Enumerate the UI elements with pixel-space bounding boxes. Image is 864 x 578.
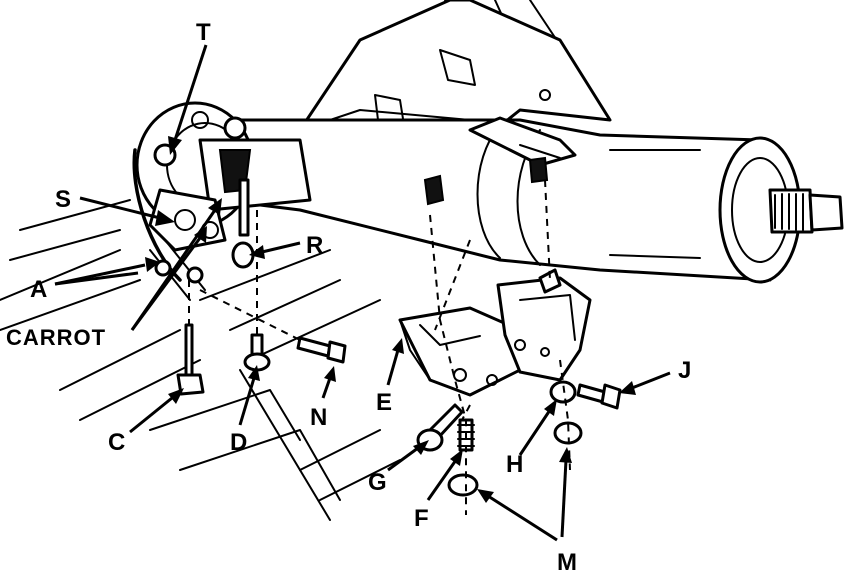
assembly-centerlines <box>188 179 571 515</box>
label-s: S <box>55 186 71 213</box>
column-clamp <box>423 116 577 206</box>
label-t: T <box>196 19 211 46</box>
dash-panel-linework <box>0 0 561 521</box>
label-d: D <box>230 429 247 456</box>
label-leaders <box>54 44 671 542</box>
label-r: R <box>306 232 323 259</box>
label-j: J <box>678 357 691 384</box>
label-c: C <box>108 429 125 456</box>
fasteners <box>154 178 622 497</box>
label-n: N <box>310 404 327 431</box>
steering-column-tube <box>218 118 844 284</box>
label-h: H <box>506 451 523 478</box>
lower-bracket <box>398 268 592 397</box>
label-a: A <box>30 276 47 303</box>
label-g: G <box>368 469 387 496</box>
label-m: M <box>557 549 577 576</box>
label-f: F <box>414 505 429 532</box>
flex-coupling-assembly <box>132 101 312 301</box>
label-e: E <box>376 389 392 416</box>
callout-labels: T S A CARROT C D R N E G F H J M <box>6 19 691 576</box>
label-carrot: CARROT <box>6 325 106 350</box>
